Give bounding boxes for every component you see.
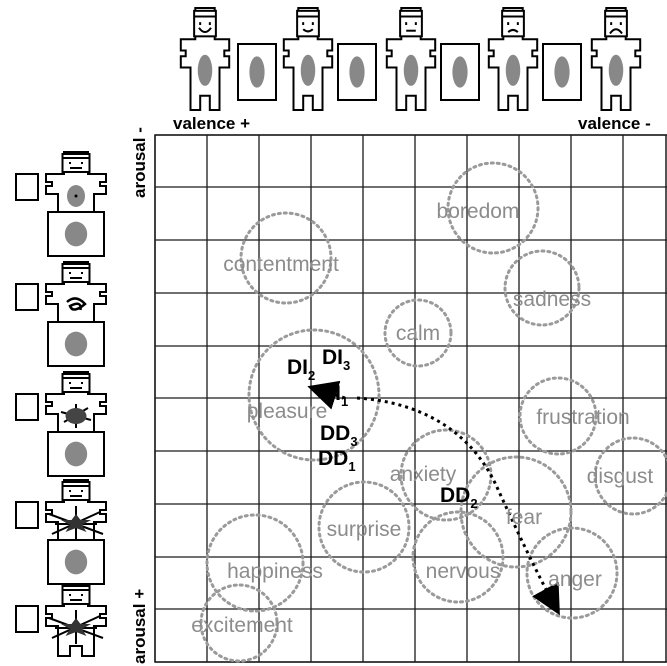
- excitement-label: excitement: [191, 614, 293, 637]
- sam-arousal-panel-icon: [48, 540, 104, 584]
- sam-arousal-panel-icon: [48, 432, 104, 476]
- sam-side-head-icon: [16, 394, 38, 420]
- sam-side-head-icon: [16, 284, 38, 310]
- sam-arousal-column: [16, 152, 106, 656]
- boredom-label: boredom: [437, 200, 520, 223]
- valence-negative-label: valence -: [578, 114, 651, 134]
- sam-valence-row: [181, 8, 640, 110]
- happiness-label: happiness: [227, 560, 323, 583]
- sam-very-unhappy-icon: [592, 8, 640, 110]
- sam-valence-panel-icon: [441, 44, 479, 100]
- sam-unhappy-icon: [489, 8, 537, 110]
- pleasure-circle: [249, 330, 379, 460]
- contentment-label: contentment: [223, 253, 339, 276]
- sam-side-head-icon: [16, 174, 38, 200]
- marker-dd-2: DD2: [440, 484, 478, 511]
- arousal-positive-label: arousal +: [130, 589, 150, 664]
- marker-dd-3: DD3: [320, 422, 358, 449]
- valence-positive-label: valence +: [173, 114, 250, 134]
- pleasure-label: pleasure: [247, 400, 328, 423]
- calm-label: calm: [396, 322, 440, 345]
- emotion-labels: boredom contentment sadness calm pleasure fru…: [191, 200, 653, 637]
- surprise-label: surprise: [327, 518, 402, 541]
- sam-side-head-icon: [16, 606, 38, 632]
- sam-very-happy-icon: [181, 8, 229, 110]
- fear-label: fear: [506, 506, 542, 529]
- sam-happy-icon: [284, 8, 332, 110]
- disgust-label: disgust: [587, 465, 654, 488]
- sam-very-high-arousal-icon: [46, 584, 106, 656]
- anxiety-label: anxiety: [390, 463, 457, 486]
- sam-neutral-icon: [387, 8, 435, 110]
- sam-arousal-panel-icon: [48, 322, 104, 366]
- sam-arousal-panel-icon: [48, 212, 104, 256]
- sam-valence-panel-icon: [338, 44, 376, 100]
- sam-side-head-icon: [16, 502, 38, 528]
- sadness-label: sadness: [513, 288, 591, 311]
- marker-di-3: DI3: [322, 346, 350, 373]
- sam-valence-panel-icon: [543, 44, 581, 100]
- anger-label: anger: [548, 568, 602, 591]
- nervous-label: nervous: [426, 560, 501, 583]
- arousal-negative-label: arousal -: [130, 127, 150, 198]
- marker-di-1: DI1: [320, 382, 348, 409]
- sam-valence-panel-icon: [238, 44, 276, 100]
- frustration-label: frustration: [536, 406, 629, 429]
